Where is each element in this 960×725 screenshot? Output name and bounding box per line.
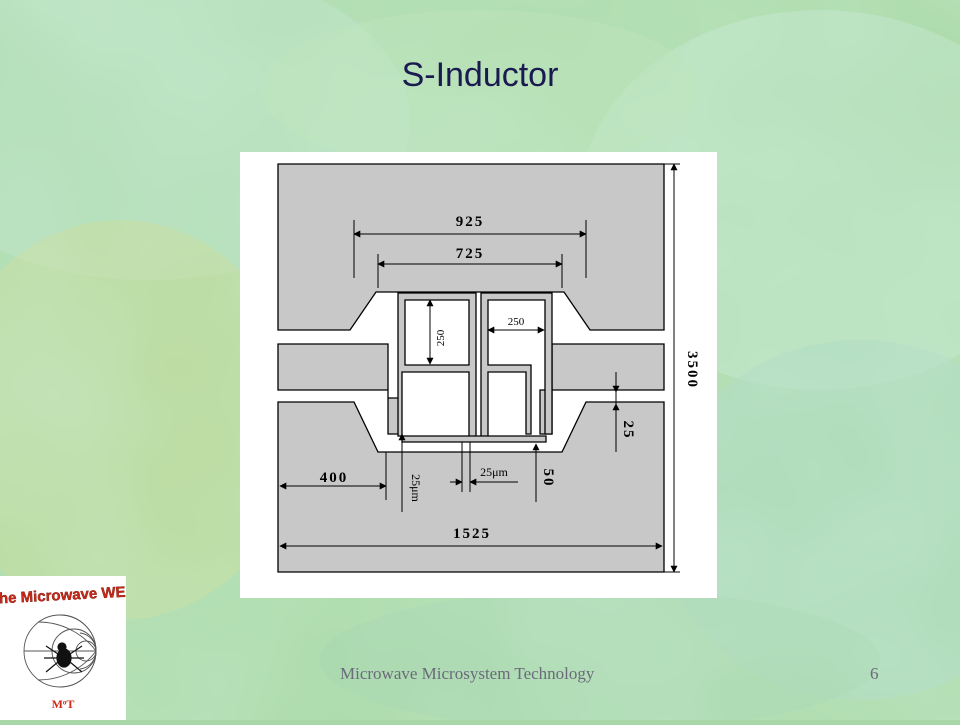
dimension-400: 400 [320, 470, 349, 486]
bottom-ground-plane [277, 401, 665, 573]
dimension-3500: 3500 [684, 351, 700, 389]
s-coil-right-loop [480, 292, 553, 439]
spider-icon [44, 642, 84, 673]
dimension-25um-vertical: 25μm [409, 474, 423, 502]
logo-mark: MᵒT [52, 697, 75, 711]
microwave-web-logo[interactable]: The Microwave WEB MᵒT [0, 576, 137, 720]
slide-title: S-Inductor [401, 56, 559, 94]
dimension-250-vertical: 250 [435, 329, 447, 346]
s-coil-left-loop [397, 292, 477, 439]
smith-chart-icon [23, 614, 97, 688]
dimension-25-gap: 25 [620, 421, 636, 440]
page-number: 6 [870, 664, 879, 683]
dimension-1525: 1525 [453, 526, 491, 542]
logo-title: The Microwave WEB [0, 583, 126, 608]
dimension-725: 725 [456, 246, 485, 262]
dimension-925: 925 [456, 214, 485, 230]
s-coil-bottom-bridge [401, 435, 547, 443]
top-ground-plane [277, 163, 665, 331]
metal-layout [277, 163, 665, 573]
dimension-250-horizontal: 250 [508, 316, 525, 328]
dimension-25um-horizontal: 25μm [480, 465, 508, 479]
s-inductor-diagram: 925 725 400 1525 3500 25 50 250 250 25μm… [240, 152, 717, 598]
dimension-50: 50 [540, 469, 556, 488]
footer-text: Microwave Microsystem Technology [340, 664, 595, 683]
